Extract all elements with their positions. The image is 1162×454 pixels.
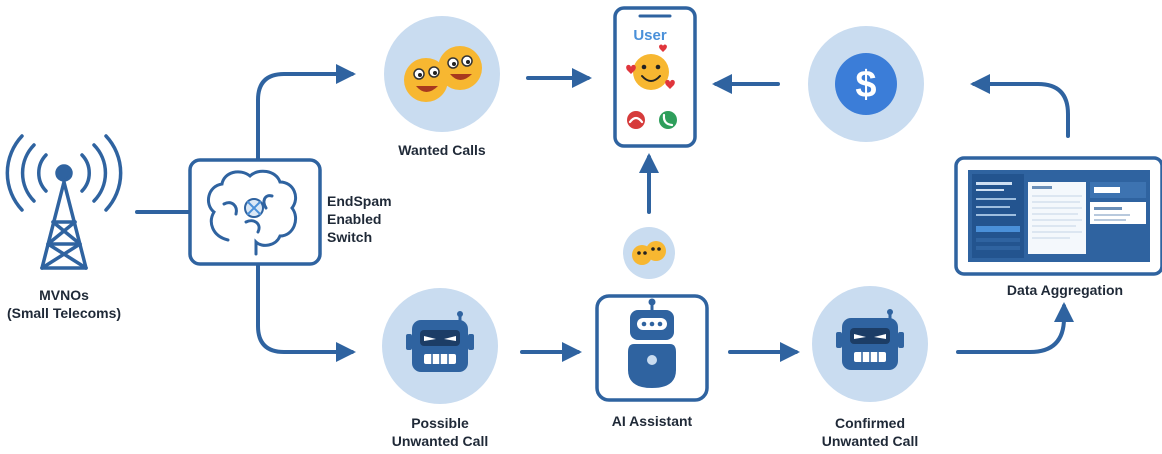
confirmed-unwanted-line2: Unwanted Call [821, 433, 919, 449]
switch-label-line2: Enabled [327, 211, 382, 227]
dashboard-screen-icon [954, 156, 1162, 276]
switch-label-line1: EndSpam [327, 193, 392, 209]
angry-robot-icon [406, 311, 474, 372]
accept-call-icon [659, 111, 677, 129]
brain-icon [206, 169, 297, 256]
possible-unwanted-node [382, 288, 498, 404]
robot-assistant-icon [628, 298, 676, 388]
data-aggregation-label: Data Aggregation [1006, 282, 1124, 298]
wanted-calls-label: Wanted Calls [398, 142, 486, 158]
reject-call-icon [627, 111, 645, 129]
connectors [135, 64, 1074, 362]
connector-switch-to-wanted [256, 64, 356, 162]
switch-label-line3: Switch [327, 229, 373, 245]
happy-faces-icon [404, 46, 482, 102]
money-node: $ [808, 26, 924, 142]
switch-label: EndSpam Enabled Switch [327, 192, 417, 246]
smiling-face-icon [626, 44, 675, 90]
possible-unwanted-line2: Unwanted Call [391, 433, 489, 449]
wanted-calls-node [384, 16, 500, 132]
connector-confirmed-to-data [956, 302, 1074, 354]
angry-robot-icon [836, 309, 904, 370]
cell-tower-icon [5, 134, 123, 270]
connector-switch-to-possible [256, 262, 356, 362]
user-phone: User [613, 6, 697, 148]
confirmed-unwanted-label: Confirmed Unwanted Call [800, 414, 940, 450]
ai-assistant-label: AI Assistant [611, 413, 693, 429]
confirmed-unwanted-line1: Confirmed [835, 415, 905, 431]
connector-data-to-money [970, 74, 1070, 138]
mvnos-label-line1: MVNOs [39, 287, 89, 303]
mvnos-label: MVNOs (Small Telecoms) [0, 286, 134, 322]
possible-unwanted-line1: Possible [411, 415, 469, 431]
confirmed-unwanted-node [812, 286, 928, 402]
dollar-icon [835, 53, 897, 115]
mvnos-label-line2: (Small Telecoms) [6, 305, 122, 321]
switch-box [188, 158, 322, 266]
ai-assistant-node [595, 294, 709, 402]
small-faces-icon [623, 227, 675, 279]
user-label: User [633, 27, 667, 44]
dollar-symbol: $ [855, 64, 876, 106]
possible-unwanted-label: Possible Unwanted Call [370, 414, 510, 450]
